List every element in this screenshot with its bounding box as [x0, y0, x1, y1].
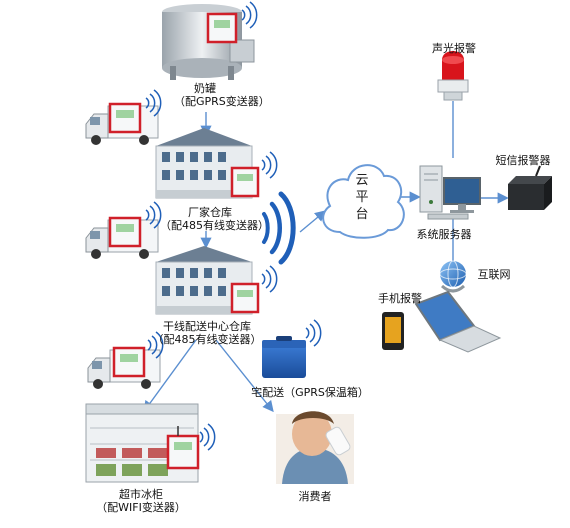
- alarm-light-icon: [437, 51, 469, 101]
- system-server-label: 系统服务器: [416, 228, 472, 241]
- warehouse-icon: [155, 246, 260, 315]
- home-delivery-label: 宅配送（GPRS保温箱）: [251, 386, 369, 399]
- wifi-signal-icon: [199, 423, 216, 451]
- wired-transmitter-icon: [230, 282, 260, 314]
- wifi-signal-icon: [261, 265, 278, 293]
- cooler-box-icon: [262, 336, 306, 378]
- cloud-char-3: 台: [355, 207, 369, 222]
- wifi-signal-icon: [145, 89, 162, 117]
- internet-label: 互联网: [477, 268, 511, 281]
- consumer-icon: [276, 411, 354, 484]
- mobile-alarm-label: 手机报警: [378, 292, 422, 305]
- milk-tank-sub: （配GPRS变送器）: [174, 95, 270, 108]
- supermarket-sub: （配WIFI变送器）: [96, 501, 186, 514]
- wifi-signal-icon: [305, 319, 322, 347]
- arrow-center-to-consumer: [215, 339, 274, 413]
- wired-transmitter-icon: [230, 166, 260, 198]
- wireless-signal-icon: [262, 191, 296, 265]
- truck-icon: [85, 216, 159, 259]
- milk-tank-name: 奶罐: [194, 82, 216, 95]
- consumer-label: 消费者: [298, 490, 332, 503]
- fridge-icon: [85, 403, 200, 483]
- wifi-signal-icon: [241, 1, 258, 29]
- sms-alarm-label: 短信报警器: [495, 154, 551, 167]
- globe-icon: [439, 260, 467, 293]
- laptop-icon: [414, 290, 502, 353]
- server-icon: [419, 165, 481, 220]
- milk-tank-icon: [162, 4, 255, 80]
- cloud-icon: [322, 164, 405, 239]
- factory-warehouse-sub: （配485有线变送器）: [160, 219, 269, 232]
- arrow-signal-to-cloud: [299, 210, 327, 233]
- milk-tank-label: 奶罐 （配GPRS变送器）: [174, 82, 270, 108]
- supermarket-name: 超市冰柜: [119, 488, 163, 501]
- truck-icon: [85, 102, 159, 145]
- factory-warehouse-label: 厂家仓库 （配485有线变送器）: [160, 206, 269, 232]
- cloud-char-1: 云: [355, 173, 369, 188]
- trunk-center-sub: （配485有线变送器）: [152, 333, 262, 346]
- cloud-platform-label: 云 平 台: [352, 172, 372, 223]
- phone-icon: [382, 312, 404, 350]
- wifi-signal-icon: [261, 151, 278, 179]
- wifi-signal-icon: [147, 331, 164, 359]
- factory-warehouse-name: 厂家仓库: [188, 206, 232, 219]
- trunk-center-label: 干线配送中心仓库 （配485有线变送器）: [150, 320, 264, 346]
- trunk-center-name: 干线配送中心仓库: [163, 320, 251, 333]
- wifi-transmitter-icon: [166, 434, 200, 470]
- truck-icon: [87, 346, 161, 389]
- supermarket-label: 超市冰柜 （配WIFI变送器）: [96, 488, 186, 514]
- wifi-signal-icon: [145, 201, 162, 229]
- sound-light-alarm-label: 声光报警: [432, 42, 476, 55]
- cloud-char-2: 平: [355, 190, 369, 205]
- sms-alarm-icon: [508, 165, 552, 210]
- warehouse-icon: [155, 128, 260, 199]
- arrow-center-to-supermarket: [143, 339, 197, 413]
